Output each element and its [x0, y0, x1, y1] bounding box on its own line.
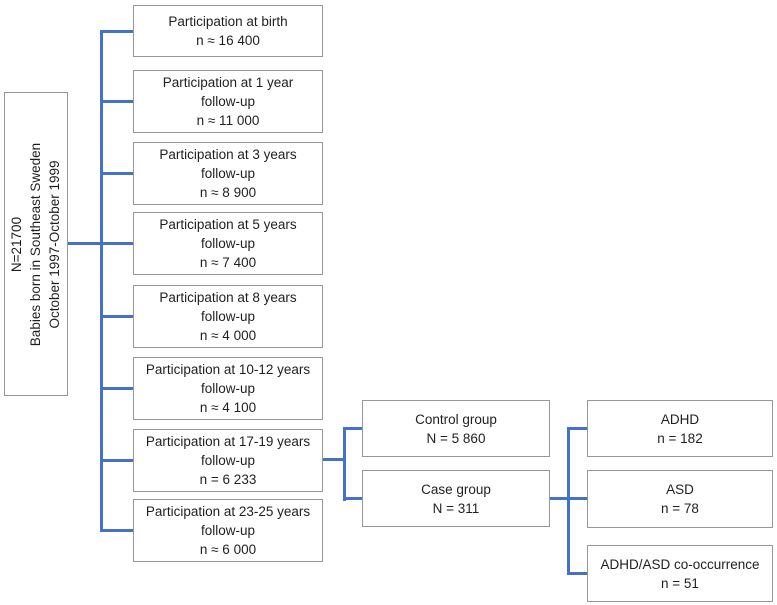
box-line: Participation at birth: [168, 14, 288, 29]
connector-branch-8years: [100, 315, 133, 318]
box-line: follow-up: [200, 453, 256, 468]
connector-branch-17-19years: [100, 459, 133, 462]
box-line: follow-up: [200, 523, 256, 538]
box-line: n ≈ 8 900: [199, 185, 257, 200]
box-line: ADHD: [660, 411, 700, 427]
box-line: Participation at 10-12 years: [145, 362, 311, 377]
box-participation-birth: Participation at birth n ≈ 16 400: [133, 5, 323, 57]
connector-branch-3years: [100, 172, 133, 175]
box-line: N = 311: [432, 500, 480, 516]
cohort-line-n: N=21700: [9, 216, 25, 272]
box-line: Participation at 3 years: [159, 147, 297, 162]
box-line: n = 51: [661, 575, 699, 591]
box-line: n ≈ 16 400: [196, 33, 260, 48]
box-adhd: ADHD n = 182: [587, 400, 773, 457]
box-line: Participation at 1 year: [162, 75, 294, 90]
box-line: n ≈ 4 100: [199, 400, 257, 415]
box-line: follow-up: [200, 236, 256, 251]
box-line: follow-up: [200, 166, 256, 181]
box-adhd-asd-cooccurrence: ADHD/ASD co-occurrence n = 51: [587, 545, 773, 602]
connector-branch-10-12years: [100, 387, 133, 390]
connector-trunk-vertical: [100, 30, 103, 532]
connector-17-19-to-groups: [323, 458, 346, 461]
connector-outcomes-vertical: [567, 427, 570, 575]
connector-stub-control: [343, 427, 362, 430]
box-line: n = 6 233: [199, 472, 257, 487]
box-line: n ≈ 7 400: [199, 255, 257, 270]
box-line: ADHD/ASD co-occurrence: [600, 556, 760, 572]
box-participation-17-19years: Participation at 17-19 years follow-up n…: [133, 429, 323, 492]
connector-stub-cooccurrence: [567, 572, 587, 575]
box-line: follow-up: [200, 309, 256, 324]
box-participation-10-12years: Participation at 10-12 years follow-up n…: [133, 357, 323, 420]
connector-groups-vertical: [343, 427, 346, 501]
box-line: n ≈ 11 000: [196, 113, 260, 128]
cohort-line-description: Babies born in Southeast Sweden: [28, 142, 44, 346]
cohort-root-text: N=21700 Babies born in Southeast Sweden …: [8, 142, 65, 345]
box-line: Case group: [421, 481, 491, 497]
box-line: n = 78: [661, 501, 699, 516]
box-line: follow-up: [200, 381, 256, 396]
box-line: follow-up: [200, 94, 256, 109]
connector-branch-23-25years: [100, 529, 133, 532]
box-line: Participation at 17-19 years: [145, 434, 311, 449]
connector-stub-case: [343, 497, 362, 500]
box-line: Participation at 8 years: [159, 290, 297, 305]
box-line: n = 182: [657, 430, 703, 446]
box-participation-23-25years: Participation at 23-25 years follow-up n…: [133, 499, 323, 562]
connector-branch-1year: [100, 100, 133, 103]
box-case-group: Case group N = 311: [362, 470, 550, 527]
box-line: Participation at 23-25 years: [145, 504, 311, 519]
box-line: n ≈ 4 000: [199, 328, 257, 343]
box-control-group: Control group N = 5 860: [362, 400, 550, 457]
box-asd: ASD n = 78: [587, 470, 773, 528]
box-line: ASD: [666, 482, 694, 497]
box-line: Participation at 5 years: [159, 217, 297, 232]
box-participation-3years: Participation at 3 years follow-up n ≈ 8…: [133, 142, 323, 205]
box-line: Control group: [415, 411, 497, 427]
connector-root-to-trunk: [68, 242, 133, 245]
box-line: N = 5 860: [426, 430, 486, 446]
box-participation-8years: Participation at 8 years follow-up n ≈ 4…: [133, 285, 323, 348]
cohort-line-dates: October 1997-October 1999: [47, 159, 63, 329]
connector-branch-birth: [100, 30, 133, 33]
connector-stub-adhd: [567, 427, 587, 430]
box-line: n ≈ 6 000: [199, 542, 257, 557]
box-participation-1year: Participation at 1 year follow-up n ≈ 11…: [133, 70, 323, 133]
box-participation-5years: Participation at 5 years follow-up n ≈ 7…: [133, 212, 323, 275]
box-cohort-root: N=21700 Babies born in Southeast Sweden …: [4, 92, 68, 396]
